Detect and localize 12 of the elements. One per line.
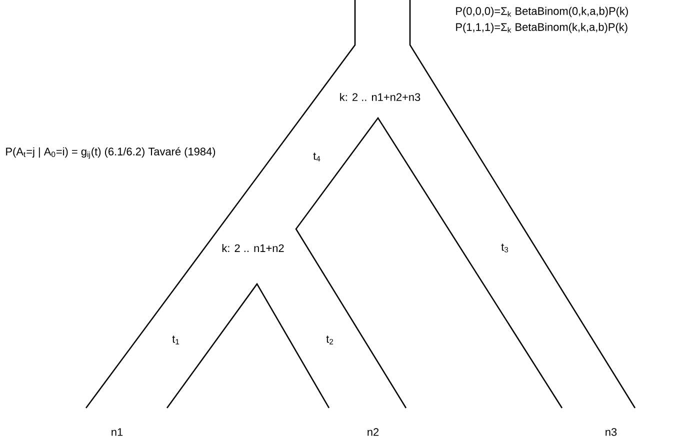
formula-text: P(A$_{t}$=j | A$_{0}$=i) = g$_{ij}$(t) (6.1/6.2) Tavaré (1984) [6, 147, 216, 159]
time-label: t$_{4}$ [313, 152, 320, 162]
leaf-label: n1 [112, 428, 123, 436]
time-label: t$_{1}$ [172, 336, 180, 344]
range-label: k: 2 .. n1+n2 [222, 244, 284, 252]
range-label: k: 2 .. n1+n2+n3 [340, 92, 420, 102]
formula-text: P(1,1,1)=Σ$_{k}$ BetaBinom(k,k,a,b)P(k) [456, 22, 628, 34]
formula-text: P(0,0,0)=Σ$_{k}$ BetaBinom(0,k,a,b)P(k) [456, 6, 628, 18]
leaf-label: n2 [368, 428, 379, 436]
leaf-label: n3 [606, 428, 617, 436]
time-label: t$_{2}$ [326, 336, 334, 344]
time-label: t$_{3}$ [501, 244, 508, 252]
